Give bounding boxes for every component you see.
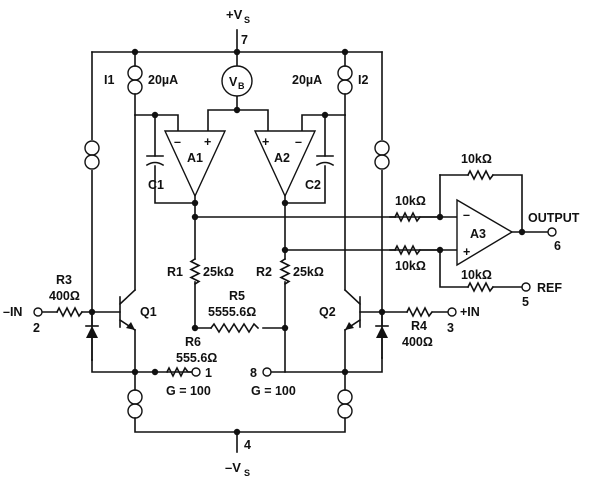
vb-subscript: B bbox=[238, 81, 245, 91]
ref-label: REF bbox=[537, 281, 562, 295]
a3-in-top-value: 10kΩ bbox=[395, 194, 426, 208]
a3-minus: – bbox=[463, 208, 470, 222]
r5-name: R5 bbox=[229, 289, 245, 303]
current-source-left-bottom bbox=[127, 389, 143, 419]
q1-label: Q1 bbox=[140, 305, 157, 319]
resistor-r5 bbox=[209, 322, 260, 334]
current-source-i2 bbox=[337, 65, 353, 95]
pos-supply-label: +V bbox=[226, 7, 243, 22]
a3-ref-value: 10kΩ bbox=[461, 268, 492, 282]
opamp-a2: + – A2 bbox=[253, 130, 317, 198]
terminals bbox=[33, 227, 557, 377]
resistor-r4 bbox=[405, 306, 434, 318]
r6-value: 555.6Ω bbox=[176, 351, 217, 365]
ref-terminal bbox=[521, 282, 531, 292]
neg-supply-pin: 4 bbox=[244, 438, 251, 452]
current-source-right-mid bbox=[374, 140, 390, 170]
resistor-a3-in-bottom bbox=[393, 244, 422, 256]
current-source-left-mid bbox=[84, 140, 100, 170]
gain-right-label: G = 100 bbox=[251, 384, 296, 398]
a1-plus: + bbox=[204, 135, 211, 149]
a3-feedback-value: 10kΩ bbox=[461, 152, 492, 166]
r4-value: 400Ω bbox=[402, 335, 433, 349]
pos-in-pin: 3 bbox=[447, 321, 454, 335]
a3-label: A3 bbox=[470, 227, 486, 241]
a3-plus: + bbox=[463, 245, 470, 259]
i1-name: I1 bbox=[104, 73, 114, 87]
labels: +V S 7 4 –V S I1 20µA 20µA I2 C1 C2 R1 2… bbox=[3, 7, 580, 478]
neg-in-pin: 2 bbox=[33, 321, 40, 335]
a1-label: A1 bbox=[187, 151, 203, 165]
ref-pin: 5 bbox=[522, 295, 529, 309]
resistor-a3-ref bbox=[466, 281, 495, 293]
capacitor-c2 bbox=[315, 155, 335, 167]
resistor-r1 bbox=[189, 257, 201, 286]
a2-minus: – bbox=[295, 135, 302, 149]
vb-label: V bbox=[229, 75, 238, 89]
resistor-r3 bbox=[55, 306, 84, 318]
gain-left-label: G = 100 bbox=[166, 384, 211, 398]
opamp-a1: – + A1 bbox=[163, 130, 227, 198]
pos-supply-pin: 7 bbox=[241, 33, 248, 47]
r3-value: 400Ω bbox=[49, 289, 80, 303]
diode-right bbox=[375, 325, 389, 359]
r6-name: R6 bbox=[185, 335, 201, 349]
c1-label: C1 bbox=[148, 178, 164, 192]
output-terminal bbox=[547, 227, 557, 237]
i2-value: 20µA bbox=[292, 73, 322, 87]
a1-minus: – bbox=[174, 135, 181, 149]
a3-in-bottom-value: 10kΩ bbox=[395, 259, 426, 273]
c2-label: C2 bbox=[305, 178, 321, 192]
pos-supply-sub: S bbox=[244, 15, 250, 25]
opamp-a3: – + A3 bbox=[456, 198, 514, 267]
resistor-r2 bbox=[279, 257, 291, 286]
junction-dots bbox=[88, 48, 526, 436]
gain-pin-1: 1 bbox=[205, 366, 212, 380]
gain-pin-8-terminal bbox=[262, 367, 272, 377]
resistor-a3-in-top bbox=[393, 211, 422, 223]
current-source-right-bottom bbox=[337, 389, 353, 419]
neg-in-label: –IN bbox=[3, 305, 22, 319]
output-pin: 6 bbox=[554, 239, 561, 253]
diode-left bbox=[85, 325, 99, 361]
r5-value: 5555.6Ω bbox=[208, 305, 256, 319]
r4-name: R4 bbox=[411, 319, 427, 333]
r1-name: R1 bbox=[167, 265, 183, 279]
resistor-a3-feedback bbox=[466, 169, 495, 181]
pos-in-terminal bbox=[447, 307, 457, 317]
current-source-i1 bbox=[127, 65, 143, 95]
gain-pin-1-terminal bbox=[191, 367, 201, 377]
gain-pin-8: 8 bbox=[250, 366, 257, 380]
pos-in-label: +IN bbox=[460, 305, 480, 319]
transistor-q2 bbox=[343, 288, 362, 332]
r3-name: R3 bbox=[56, 273, 72, 287]
i2-name: I2 bbox=[358, 73, 368, 87]
neg-supply-sub: S bbox=[244, 468, 250, 478]
neg-in-terminal bbox=[33, 307, 43, 317]
vb-voltage-source: V B bbox=[221, 65, 253, 97]
r2-name: R2 bbox=[256, 265, 272, 279]
r2-value: 25kΩ bbox=[293, 265, 324, 279]
a2-plus: + bbox=[262, 135, 269, 149]
i1-value: 20µA bbox=[148, 73, 178, 87]
r1-value: 25kΩ bbox=[203, 265, 234, 279]
a2-label: A2 bbox=[274, 151, 290, 165]
resistor-r6 bbox=[165, 366, 193, 378]
capacitor-c1 bbox=[145, 155, 165, 167]
transistor-q1 bbox=[118, 288, 137, 332]
output-label: OUTPUT bbox=[528, 211, 580, 225]
neg-supply-label: –V bbox=[225, 460, 241, 475]
q2-label: Q2 bbox=[319, 305, 336, 319]
